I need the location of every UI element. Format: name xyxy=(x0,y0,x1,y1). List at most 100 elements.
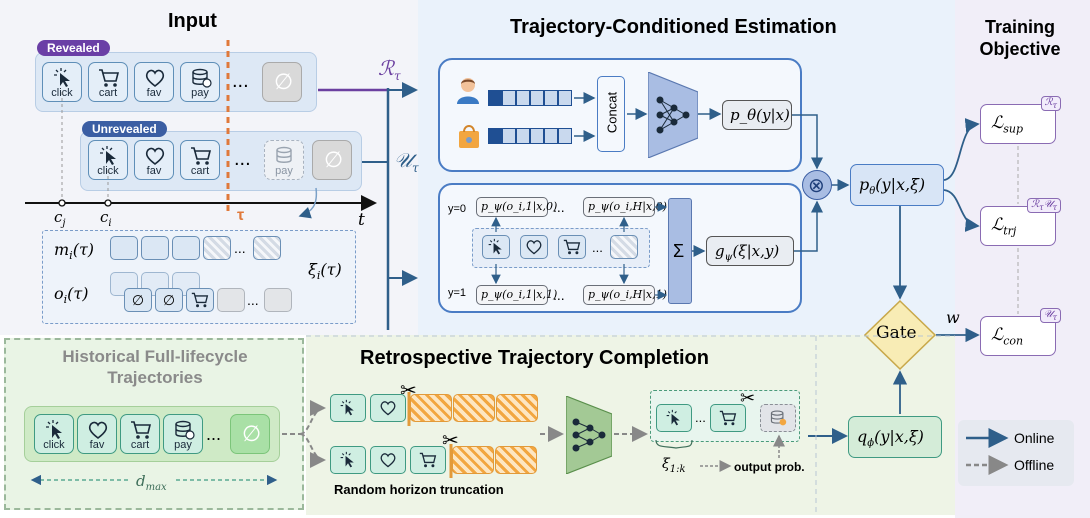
d-max-label: dmax xyxy=(136,472,167,493)
heart-icon xyxy=(380,453,396,468)
xi-1k-label: ξ1:k xyxy=(662,456,686,475)
p-o1-1-box: p_ψ(o_i,1|x,1) xyxy=(476,285,557,305)
loss-sup-tag: ℛτ xyxy=(1040,96,1061,111)
completion-region xyxy=(306,335,955,515)
hist-pay-tile: pay xyxy=(163,414,203,454)
revealed-click-tile: click xyxy=(42,62,82,102)
coin-stack-icon xyxy=(192,68,212,88)
dots-top: ... xyxy=(553,199,565,215)
trunc2-click-cell xyxy=(330,446,366,474)
loss-con-tag: 𝒰τ xyxy=(1039,308,1061,323)
heart-icon xyxy=(88,421,108,440)
gate-label: Gate xyxy=(876,323,917,343)
cart-icon xyxy=(131,421,152,439)
unrevealed-fav-tile: fav xyxy=(134,140,174,180)
out-predicted-cell xyxy=(760,404,796,432)
traj-fav-cell xyxy=(520,235,548,259)
combine-node: ⊗ xyxy=(802,170,832,200)
cart-icon xyxy=(191,292,209,308)
cursor-click-icon xyxy=(54,68,70,87)
mask-ellipsis: ... xyxy=(234,240,246,256)
r-tau-label: ℛτ xyxy=(378,56,401,83)
cart-icon xyxy=(719,410,737,426)
hist-fav-tile: fav xyxy=(77,414,117,454)
revealed-cart-tile: cart xyxy=(88,62,128,102)
p-oH-0-box: p_ψ(o_i,H|x,0) xyxy=(583,197,667,217)
mask-cell xyxy=(110,236,138,260)
hist-cart-tile: cart xyxy=(120,414,160,454)
coin-stack-icon xyxy=(175,420,195,440)
o-label: oi(τ) xyxy=(54,284,89,307)
cart-icon xyxy=(419,452,437,468)
hist-click-tile: click xyxy=(34,414,74,454)
heart-icon xyxy=(526,240,542,255)
y0-label: y=0 xyxy=(448,203,467,215)
unrevealed-empty-tile: ∅ xyxy=(312,140,352,180)
legend-offline-label: Offline xyxy=(1014,457,1055,473)
trunc2-cart-cell xyxy=(410,446,446,474)
dots-bottom: ... xyxy=(553,287,565,303)
sum-block: Σ xyxy=(668,198,692,304)
user-embedding xyxy=(488,90,572,106)
w-label: w xyxy=(946,308,960,327)
traj-hatched-cell xyxy=(610,235,638,259)
traj-ellipsis: ... xyxy=(592,240,603,255)
p-o1-0-box: p_ψ(o_i,1|x,0) xyxy=(476,197,557,217)
t-label: t xyxy=(358,210,365,230)
cart-icon xyxy=(191,147,212,165)
cart-icon xyxy=(99,69,120,87)
user-icon xyxy=(457,78,479,104)
xi-label: ξi(τ) xyxy=(308,260,342,283)
scissors-icon: ✂ xyxy=(400,380,417,402)
cursor-click-icon xyxy=(100,146,116,165)
p-theta-box: p_θ(y|x) xyxy=(722,100,792,130)
trunc2-masked-cell xyxy=(495,446,537,474)
revealed-pay-tile: pay xyxy=(180,62,220,102)
traj-click-cell xyxy=(482,235,510,259)
output-prob-label: output prob. xyxy=(734,460,805,474)
heart-icon xyxy=(145,147,165,166)
mask-cell-hatched xyxy=(253,236,281,260)
revealed-empty-tile: ∅ xyxy=(262,62,302,102)
out-click-cell xyxy=(656,404,692,432)
obs-empty-cell xyxy=(217,288,245,312)
estimation-title: Trajectory-Conditioned Estimation xyxy=(510,16,837,38)
objective-title: Training Objective xyxy=(979,17,1061,59)
traj-cart-cell xyxy=(558,235,586,259)
mask-cell xyxy=(172,236,200,260)
out-cart-cell xyxy=(710,404,746,432)
p-oH-1-box: p_ψ(o_i,H|x,1) xyxy=(583,285,667,305)
coin-stack-icon xyxy=(276,146,292,163)
q-phi-box: qϕ(y|x,ξ) xyxy=(848,416,942,458)
input-title: Input xyxy=(168,10,217,32)
truncation-label: Random horizon truncation xyxy=(334,482,504,497)
g-psi-box: gψ(ξ|x,y) xyxy=(706,236,794,266)
obs-cart-cell xyxy=(186,288,214,312)
unrevealed-cart-tile: cart xyxy=(180,140,220,180)
scissors-icon: ✂ xyxy=(442,430,459,452)
cursor-click-icon xyxy=(488,238,502,255)
tau-label: τ xyxy=(237,207,245,224)
p-theta-xi-box: pθ(y|x,ξ) xyxy=(850,164,944,206)
hist-ellipsis: ... xyxy=(206,424,222,444)
cursor-click-icon xyxy=(340,451,354,468)
trunc1-masked-cell xyxy=(453,394,495,422)
obs-empty-cell: ∅ xyxy=(155,288,183,312)
neural-network-icon xyxy=(648,72,698,158)
cursor-click-icon xyxy=(666,409,680,426)
revealed-badge: Revealed xyxy=(37,40,110,56)
trunc1-fav-cell xyxy=(370,394,406,422)
loss-trj-tag: ℛτ𝒰τ xyxy=(1027,198,1061,213)
heart-icon xyxy=(145,69,165,88)
historical-title: Historical Full-lifecycle Trajectories xyxy=(62,347,248,387)
completion-network-icon xyxy=(566,396,612,474)
c-j-label: cj xyxy=(54,208,66,229)
scissors-icon: ✂ xyxy=(740,388,756,408)
obs-ellipsis: ... xyxy=(247,292,259,308)
shopping-bag-icon xyxy=(459,125,479,148)
